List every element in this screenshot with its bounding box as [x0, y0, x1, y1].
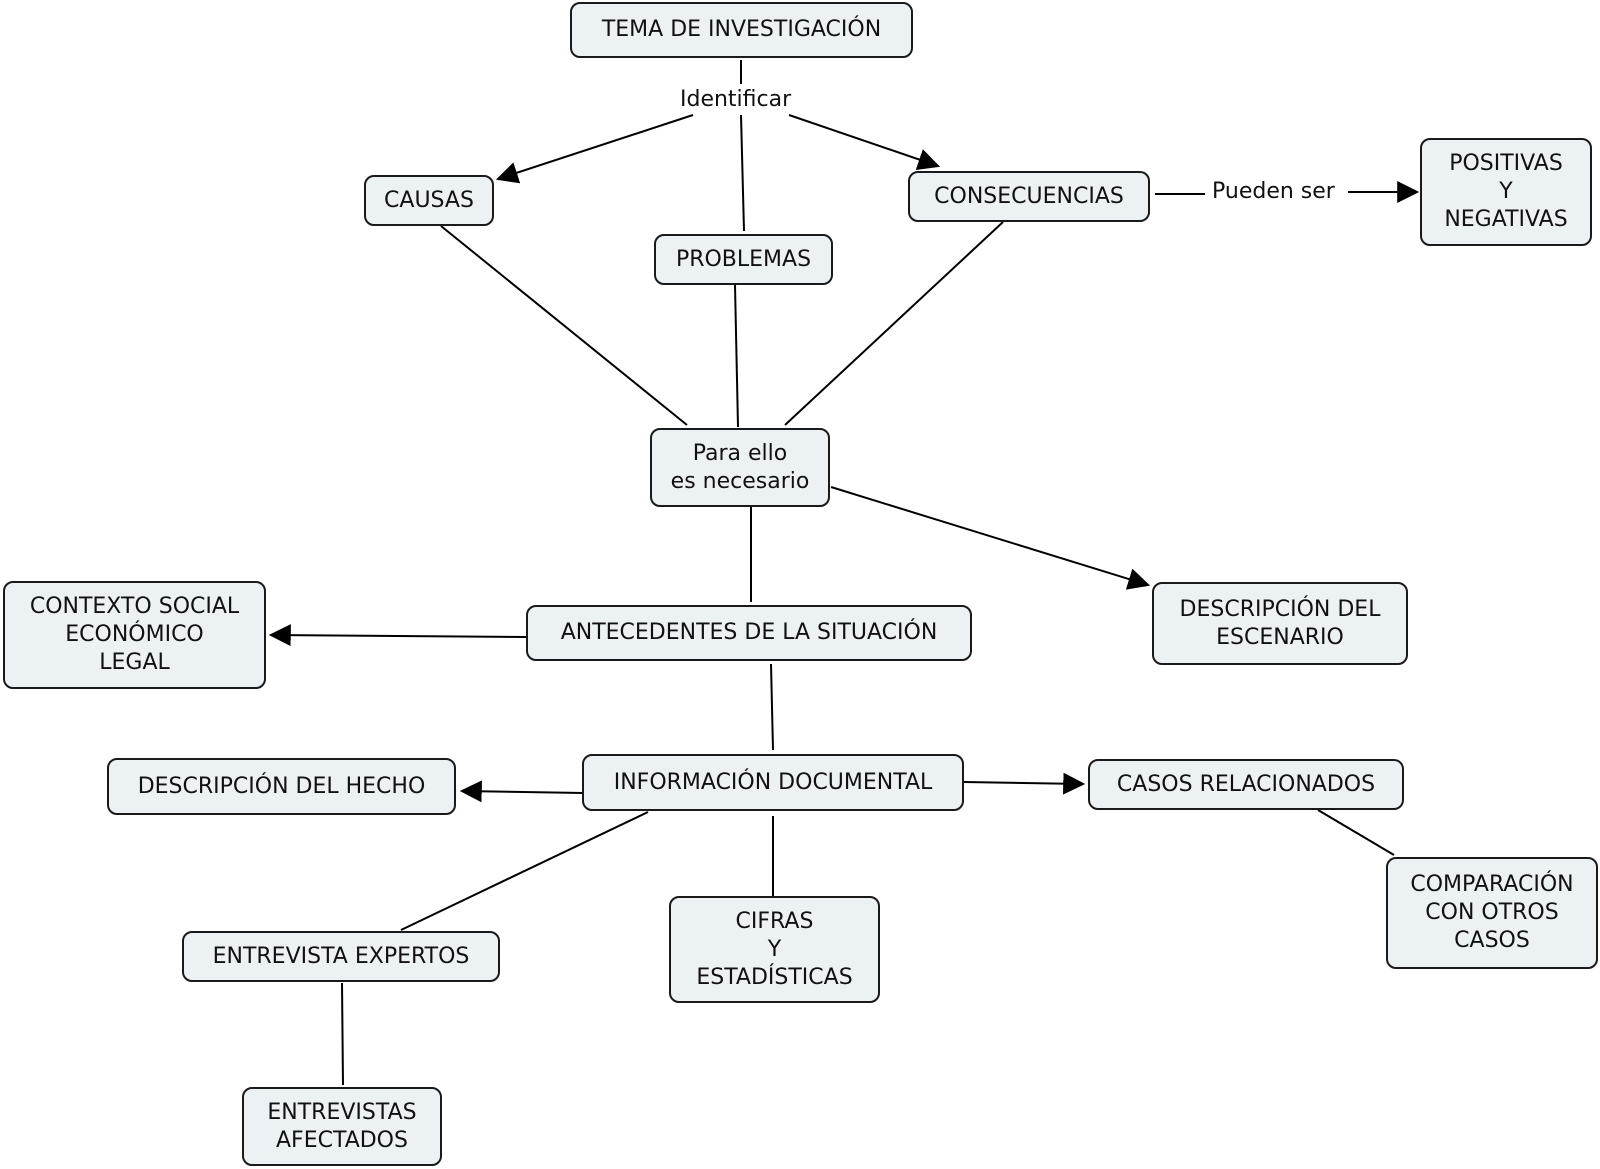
- node-label: CAUSAS: [384, 187, 474, 213]
- edge-expertos-afectados: [341, 982, 344, 1086]
- edge-paraello-escenario: [830, 486, 1151, 590]
- node-label: DESCRIPCIÓN DEL ESCENARIO: [1179, 596, 1381, 650]
- node-contexto: CONTEXTO SOCIAL ECONÓMICO LEGAL: [3, 581, 266, 689]
- edge-identificar-problemas: [740, 114, 745, 232]
- node-label: ANTECEDENTES DE LA SITUACIÓN: [560, 620, 938, 645]
- edge-consecuencias-paraello: [784, 221, 1004, 426]
- node-cifras: CIFRAS Y ESTADÍSTICAS: [669, 896, 880, 1003]
- node-informacion-documental: INFORMACIÓN DOCUMENTAL: [582, 754, 964, 811]
- node-tema-investigacion: TEMA DE INVESTIGACIÓN: [570, 2, 913, 58]
- node-para-ello: Para ello es necesario: [650, 428, 830, 507]
- node-comparacion: COMPARACIÓN CON OTROS CASOS: [1386, 857, 1598, 969]
- node-problemas: PROBLEMAS: [654, 234, 833, 285]
- node-consecuencias: CONSECUENCIAS: [908, 171, 1150, 222]
- node-label: INFORMACIÓN DOCUMENTAL: [613, 769, 933, 795]
- edge-antecedentes-contexto: [268, 624, 527, 647]
- node-label: CONSECUENCIAS: [934, 183, 1124, 209]
- node-label: TEMA DE INVESTIGACIÓN: [601, 17, 882, 42]
- edge-informacion-expertos: [400, 811, 649, 931]
- edge-identificar-causas: [495, 114, 694, 184]
- node-label: Para ello es necesario: [670, 440, 810, 494]
- node-antecedentes: ANTECEDENTES DE LA SITUACIÓN: [526, 605, 972, 661]
- edge-antecedentes-informacion: [770, 663, 774, 751]
- node-entrevistas-afectados: ENTREVISTAS AFECTADOS: [242, 1087, 442, 1166]
- edge-casos-comparacion: [1317, 809, 1395, 856]
- link-label-identificar: Identificar: [674, 86, 798, 114]
- node-positivas-negativas: POSITIVAS Y NEGATIVAS: [1420, 138, 1592, 246]
- edge-identificar-consecuencias: [788, 114, 941, 170]
- node-descripcion-escenario: DESCRIPCIÓN DEL ESCENARIO: [1152, 582, 1408, 665]
- node-label: CASOS RELACIONADOS: [1116, 771, 1376, 797]
- edge-informacion-casos: [963, 772, 1086, 795]
- node-entrevista-expertos: ENTREVISTA EXPERTOS: [182, 931, 500, 982]
- node-label: CIFRAS Y ESTADÍSTICAS: [696, 908, 853, 990]
- node-label: ENTREVISTA EXPERTOS: [212, 943, 470, 969]
- node-label: ENTREVISTAS AFECTADOS: [267, 1099, 417, 1153]
- edge-causas-paraello: [440, 225, 688, 426]
- node-label: DESCRIPCIÓN DEL HECHO: [137, 773, 426, 799]
- edge-informacion-hecho: [459, 780, 584, 803]
- node-label: CONTEXTO SOCIAL ECONÓMICO LEGAL: [29, 594, 240, 675]
- node-causas: CAUSAS: [364, 175, 494, 226]
- node-label: POSITIVAS Y NEGATIVAS: [1444, 151, 1568, 232]
- node-casos-relacionados: CASOS RELACIONADOS: [1088, 759, 1404, 810]
- node-label: COMPARACIÓN CON OTROS CASOS: [1410, 872, 1574, 953]
- node-label: PROBLEMAS: [675, 246, 812, 272]
- node-descripcion-hecho: DESCRIPCIÓN DEL HECHO: [107, 758, 456, 815]
- link-label-pueden-ser: Pueden ser: [1206, 178, 1341, 206]
- edge-problemas-paraello: [734, 284, 739, 428]
